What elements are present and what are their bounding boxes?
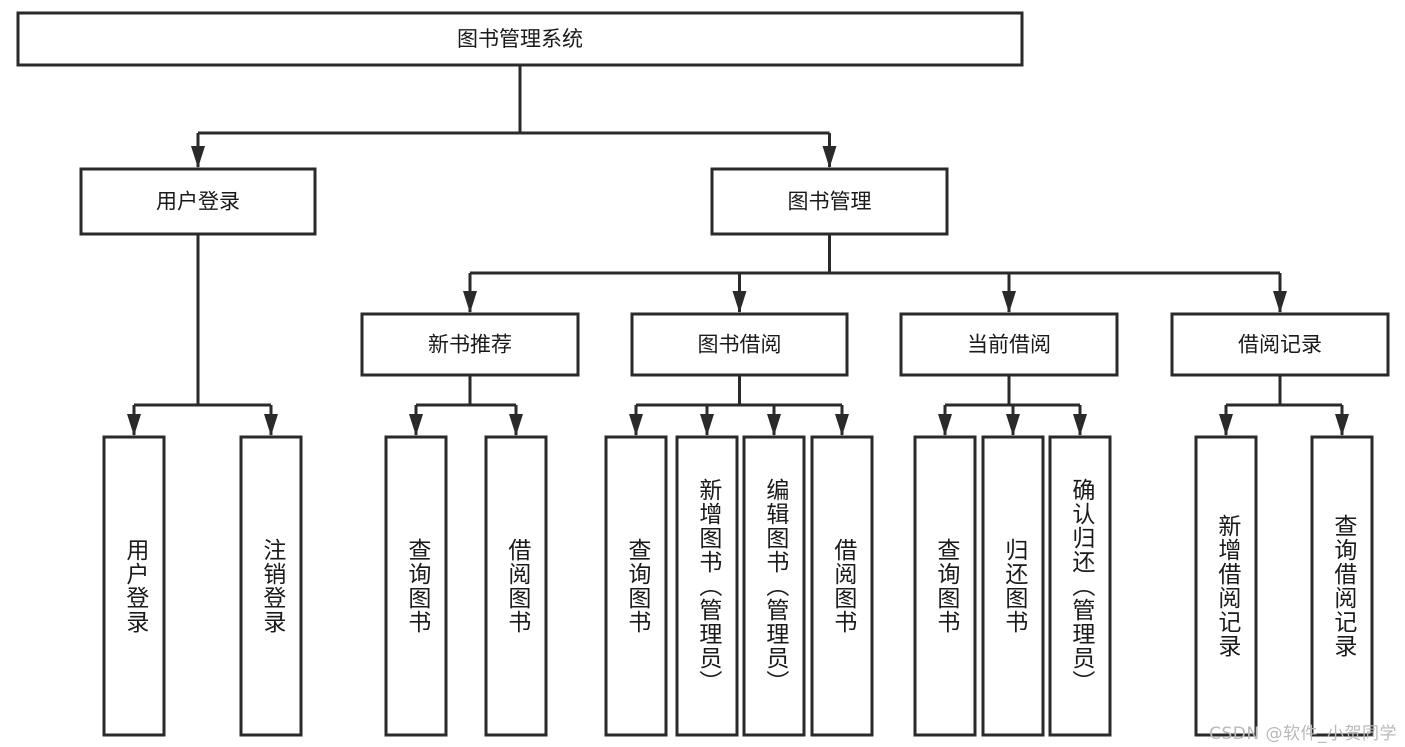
arrow-head-icon-user-login (191, 146, 205, 168)
arrow-head-icon-leaf-edit-book-admin (767, 414, 781, 436)
arrow-head-icon-current-borrow (1002, 291, 1016, 313)
arrow-head-icon-book-borrow (732, 291, 747, 313)
node-leaf-add-borrow-record[interactable] (1194, 435, 1258, 737)
node-leaf-logout-login[interactable] (239, 435, 303, 737)
node-leaf-edit-book-admin[interactable] (742, 435, 806, 737)
node-book-management[interactable] (710, 167, 949, 236)
arrow-head-icon-borrow-record (1273, 291, 1287, 313)
node-leaf-query-borrow-record[interactable] (1310, 435, 1374, 737)
node-borrow-record-label: 借阅记录 (1238, 333, 1322, 357)
arrow-head-icon-leaf-return-book (1006, 414, 1020, 436)
node-current-borrow-label: 当前借阅 (967, 333, 1051, 357)
node-leaf-borrow-book[interactable] (810, 435, 874, 737)
arrow-head-icon-leaf-query-book-recommend (409, 414, 423, 436)
node-leaf-user-login[interactable] (102, 435, 166, 737)
node-book-management-label: 图书管理 (788, 190, 872, 214)
node-new-book-recommend-label: 新书推荐 (428, 333, 512, 357)
node-leaf-return-book[interactable] (981, 435, 1045, 737)
node-leaf-borrow-book-recommend[interactable] (484, 435, 548, 737)
watermark-text: CSDN @软件_小贺同学 (1209, 724, 1397, 744)
node-leaf-add-book-admin[interactable] (675, 435, 739, 737)
connectors-layer (127, 65, 1349, 436)
arrow-head-icon-leaf-query-book-borrow (629, 414, 643, 436)
node-root-system[interactable] (16, 11, 1024, 67)
node-leaf-query-book-borrow[interactable] (604, 435, 668, 737)
arrow-head-icon-leaf-query-borrow-record (1335, 414, 1349, 436)
arrow-head-icon-leaf-user-login (127, 414, 141, 436)
arrow-head-icon-book-management (822, 146, 837, 168)
node-user-login[interactable] (79, 167, 317, 236)
arrow-head-icon-leaf-borrow-book-recommend (509, 414, 523, 436)
arrow-head-icon-leaf-add-book-admin (700, 414, 714, 436)
node-user-login-label: 用户登录 (156, 190, 240, 214)
node-leaf-query-book-current[interactable] (913, 435, 977, 737)
arrow-head-icon-leaf-logout-login (264, 414, 278, 436)
node-root-system-label: 图书管理系统 (457, 27, 583, 51)
node-book-borrow[interactable] (630, 312, 849, 377)
node-book-borrow-label: 图书借阅 (698, 333, 782, 357)
arrow-head-icon-leaf-query-book-current (938, 414, 952, 436)
node-leaf-query-book-recommend[interactable] (384, 435, 448, 737)
arrow-head-icon-leaf-borrow-book (835, 414, 849, 436)
node-leaf-confirm-return-admin[interactable] (1048, 435, 1112, 737)
arrow-head-icon-new-book-recommend (463, 291, 477, 313)
node-borrow-record[interactable] (1170, 312, 1390, 377)
arrow-head-icon-leaf-confirm-return-admin (1073, 414, 1087, 436)
arrow-head-icon-leaf-add-borrow-record (1219, 414, 1233, 436)
node-new-book-recommend[interactable] (360, 312, 580, 377)
node-current-borrow[interactable] (899, 312, 1119, 377)
